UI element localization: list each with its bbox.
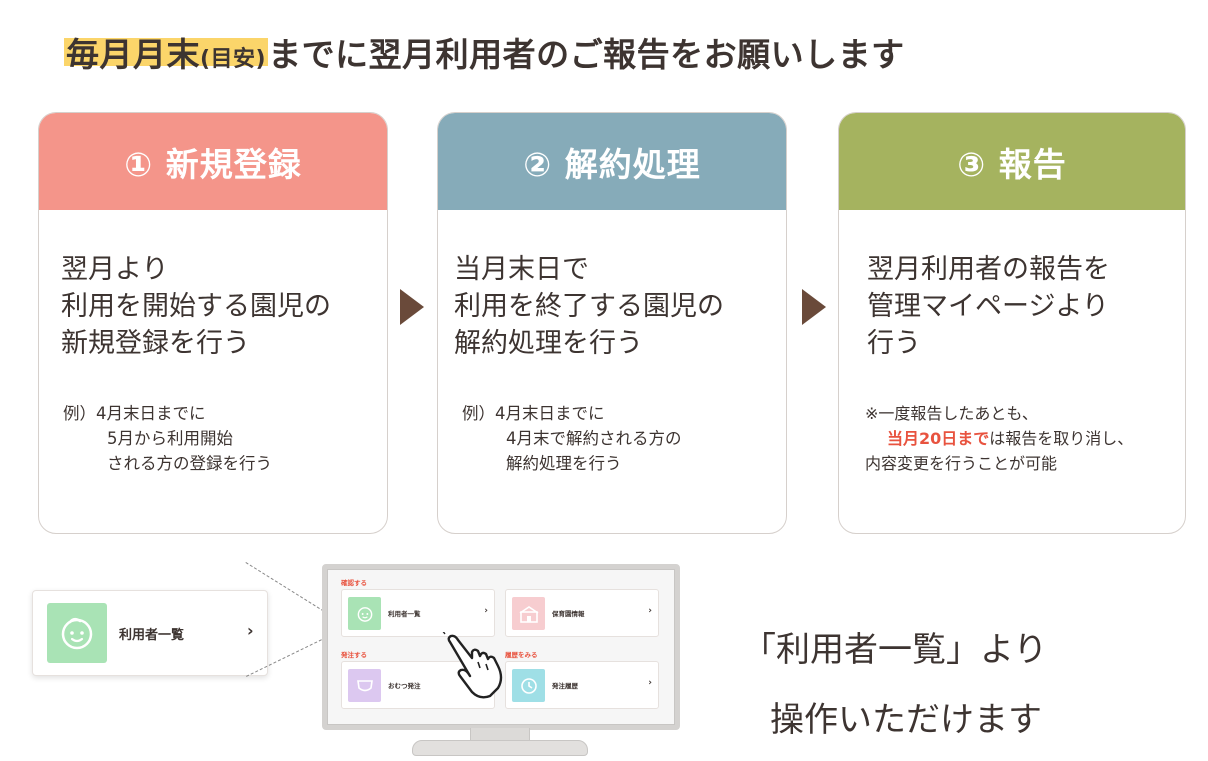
section-label-order: 発注する <box>341 651 367 659</box>
headline-rest: までに翌月利用者のご報告をお願いします <box>268 35 905 74</box>
monitor-screen: 確認する 利用者一覧 › 保育園情報 › 発注する 履歴をみる おむつ発注 › … <box>322 564 680 730</box>
chevron-right-icon: › <box>648 678 652 688</box>
step-card-new-registration: ① 新規登録 翌月より 利用を開始する園児の 新規登録を行う 例）4月末日までに… <box>38 112 388 534</box>
step-card-note: ※一度報告したあとも、 当月20日までは報告を取り消し、 内容変更を行うことが可… <box>865 404 1134 473</box>
section-label-confirm: 確認する <box>341 579 367 587</box>
tile-nursery-info[interactable]: 保育園情報 › <box>505 589 659 637</box>
step-card-description: 翌月利用者の報告を 管理マイページより 行う <box>867 254 1110 359</box>
tile-order-history[interactable]: 発注履歴 › <box>505 661 659 709</box>
step-card-description: 当月末日で 利用を終了する園児の 解約処理を行う <box>454 254 724 359</box>
monitor-base <box>412 740 588 756</box>
instruction-text-line1: 「利用者一覧」より <box>742 630 1048 670</box>
clock-history-icon <box>512 669 545 702</box>
chevron-right-icon: › <box>247 621 254 640</box>
school-building-icon <box>512 597 545 630</box>
step-card-cancellation: ② 解約処理 当月末日で 利用を終了する園児の 解約処理を行う 例）4月末日まで… <box>437 112 787 534</box>
tile-user-list[interactable]: 利用者一覧 › <box>341 589 495 637</box>
page-headline: 毎月月末(目安)までに翌月利用者のご報告をお願いします <box>64 28 905 76</box>
pointing-hand-icon <box>442 632 503 699</box>
user-list-label: 利用者一覧 <box>119 628 185 643</box>
deadline-highlight: 当月20日まで <box>887 429 990 448</box>
step-card-header: ① 新規登録 <box>39 113 387 210</box>
chevron-right-icon: › <box>648 606 652 616</box>
arrow-right-icon <box>400 289 424 325</box>
user-list-zoom-panel[interactable]: 利用者一覧 › <box>32 590 268 676</box>
headline-highlight: 毎月月末(目安) <box>64 35 269 74</box>
step-card-example: 例）4月末日までに 5月から利用開始 される方の登録を行う <box>63 404 272 473</box>
chevron-right-icon: › <box>484 606 488 616</box>
step-card-header: ③ 報告 <box>839 113 1185 210</box>
baby-face-icon <box>348 597 381 630</box>
monitor-stand <box>470 728 530 742</box>
arrow-right-icon <box>802 289 826 325</box>
baby-face-icon <box>47 603 107 663</box>
instruction-text-line2: 操作いただけます <box>770 700 1042 740</box>
step-card-header: ② 解約処理 <box>438 113 786 210</box>
section-label-history: 履歴をみる <box>505 651 538 659</box>
step-card-example: 例）4月末日までに 4月末で解約される方の 解約処理を行う <box>462 404 682 473</box>
diaper-icon <box>348 669 381 702</box>
step-card-report: ③ 報告 翌月利用者の報告を 管理マイページより 行う ※一度報告したあとも、 … <box>838 112 1186 534</box>
step-card-description: 翌月より 利用を開始する園児の 新規登録を行う <box>61 254 331 359</box>
